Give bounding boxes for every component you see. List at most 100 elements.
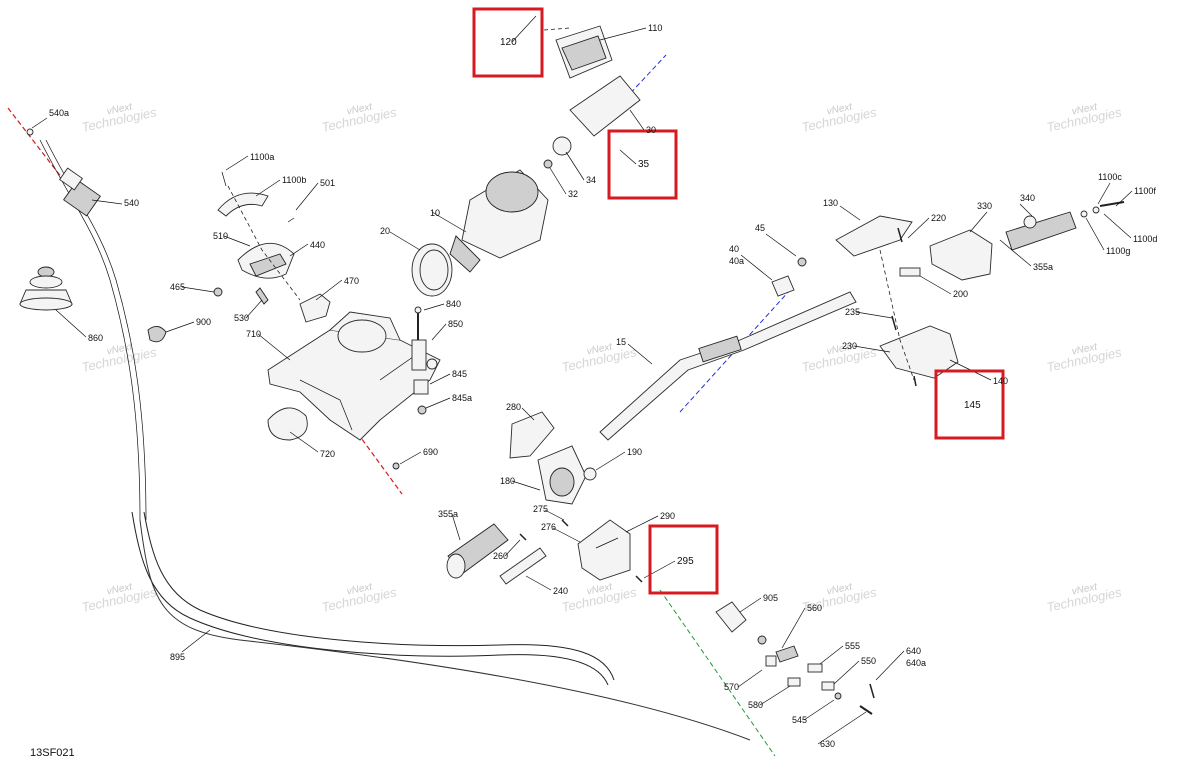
leader-line bbox=[839, 205, 861, 221]
leader-line bbox=[525, 575, 552, 591]
leader-line bbox=[451, 513, 461, 541]
leader-line bbox=[803, 699, 835, 721]
leader-line bbox=[599, 27, 647, 41]
right-grip-cluster bbox=[835, 201, 1125, 281]
leader-line bbox=[511, 15, 537, 43]
callout-1100b: 1100b bbox=[282, 175, 306, 185]
callout-140: 140 bbox=[993, 376, 1008, 386]
bracket-470-part bbox=[299, 293, 331, 323]
highlight-box bbox=[472, 7, 544, 78]
leader-line bbox=[833, 660, 860, 685]
callout-180: 180 bbox=[500, 476, 515, 486]
callout-110: 110 bbox=[648, 23, 662, 33]
watermark-text: vNext bbox=[1071, 101, 1099, 117]
cover-720-part bbox=[267, 407, 308, 441]
callout-555: 555 bbox=[845, 641, 860, 651]
callout-845: 845 bbox=[452, 369, 467, 379]
leader-line bbox=[389, 231, 421, 251]
highlight-box bbox=[607, 129, 678, 200]
leader-line bbox=[781, 607, 806, 649]
leader-line bbox=[619, 149, 637, 165]
callout-840: 840 bbox=[446, 299, 461, 309]
callout-510: 510 bbox=[213, 231, 228, 241]
callout-230: 230 bbox=[842, 341, 857, 351]
leader-lines bbox=[31, 15, 1133, 745]
leader-line bbox=[91, 199, 123, 205]
callout-120: 120 bbox=[500, 37, 517, 48]
leader-line bbox=[544, 509, 565, 521]
leader-line bbox=[549, 167, 567, 195]
watermark-text: vNext bbox=[826, 581, 854, 597]
watermark-text: vNext bbox=[1071, 581, 1099, 597]
leader-line bbox=[739, 597, 762, 613]
cable-end-fitting bbox=[26, 128, 101, 217]
callout-200: 200 bbox=[953, 289, 968, 299]
callout-1100f: 1100f bbox=[1134, 186, 1156, 196]
callout-545: 545 bbox=[792, 715, 807, 725]
callout-235: 235 bbox=[845, 307, 860, 317]
callout-501: 501 bbox=[320, 178, 335, 188]
callout-290: 290 bbox=[660, 511, 675, 521]
watermark-text: vNext bbox=[586, 341, 614, 357]
callout-34: 34 bbox=[586, 175, 596, 185]
leader-line bbox=[1097, 182, 1111, 205]
callout-640: 640 bbox=[906, 646, 921, 656]
callout-1100d: 1100d bbox=[1133, 234, 1157, 244]
leader-line bbox=[55, 309, 87, 338]
watermark-text: vNext bbox=[1071, 341, 1099, 357]
callout-465: 465 bbox=[170, 282, 185, 292]
main-bracket-housing bbox=[267, 311, 441, 441]
leader-line bbox=[853, 345, 891, 353]
callout-630: 630 bbox=[820, 739, 835, 749]
diagram-code: 13SF021 bbox=[30, 747, 75, 759]
cable-clip-part bbox=[147, 326, 167, 343]
callout-690: 690 bbox=[423, 447, 438, 457]
leader-line bbox=[1103, 213, 1132, 239]
callout-340: 340 bbox=[1020, 193, 1035, 203]
callout-710: 710 bbox=[246, 329, 261, 339]
left-grip-cluster bbox=[446, 519, 643, 585]
callout-20: 20 bbox=[380, 226, 390, 236]
watermark-text: vNext bbox=[826, 101, 854, 117]
leader-line bbox=[552, 527, 581, 543]
leader-line bbox=[1019, 203, 1033, 217]
leader-line bbox=[511, 480, 541, 491]
watermark-text: vNext bbox=[106, 101, 134, 117]
leader-line bbox=[315, 279, 343, 301]
assembly-axis bbox=[543, 27, 571, 31]
watermark-text: vNext bbox=[106, 581, 134, 597]
callout-540: 540 bbox=[124, 198, 139, 208]
lever-bracket-cluster bbox=[879, 315, 959, 387]
leader-line bbox=[504, 539, 521, 557]
callout-295: 295 bbox=[677, 556, 694, 567]
leader-line bbox=[1115, 190, 1133, 207]
callout-1100a: 1100a bbox=[250, 152, 274, 162]
leader-line bbox=[855, 311, 893, 319]
callout-45: 45 bbox=[755, 223, 765, 233]
callout-905: 905 bbox=[763, 593, 778, 603]
callout-850: 850 bbox=[448, 319, 463, 329]
leader-line bbox=[223, 235, 251, 247]
callout-540a: 540a bbox=[49, 108, 69, 118]
leader-line bbox=[999, 239, 1032, 267]
handlebar-part bbox=[599, 291, 857, 441]
callout-220: 220 bbox=[931, 213, 946, 223]
leader-line bbox=[817, 711, 867, 745]
callout-900: 900 bbox=[196, 317, 211, 327]
callout-240: 240 bbox=[553, 586, 568, 596]
green-axis-line bbox=[659, 589, 776, 757]
callout-35: 35 bbox=[638, 159, 650, 170]
callout-570: 570 bbox=[724, 682, 739, 692]
callout-276: 276 bbox=[541, 522, 556, 532]
cable-sleeve bbox=[131, 511, 609, 686]
callout-640a: 640a bbox=[906, 658, 926, 668]
callout-130: 130 bbox=[823, 198, 838, 208]
watermark-text: vNext bbox=[826, 341, 854, 357]
callout-40a: 40a bbox=[729, 256, 744, 266]
upper-parts-cluster bbox=[543, 25, 641, 169]
cable-sleeve-edge bbox=[143, 511, 615, 681]
callout-145: 145 bbox=[964, 400, 981, 411]
